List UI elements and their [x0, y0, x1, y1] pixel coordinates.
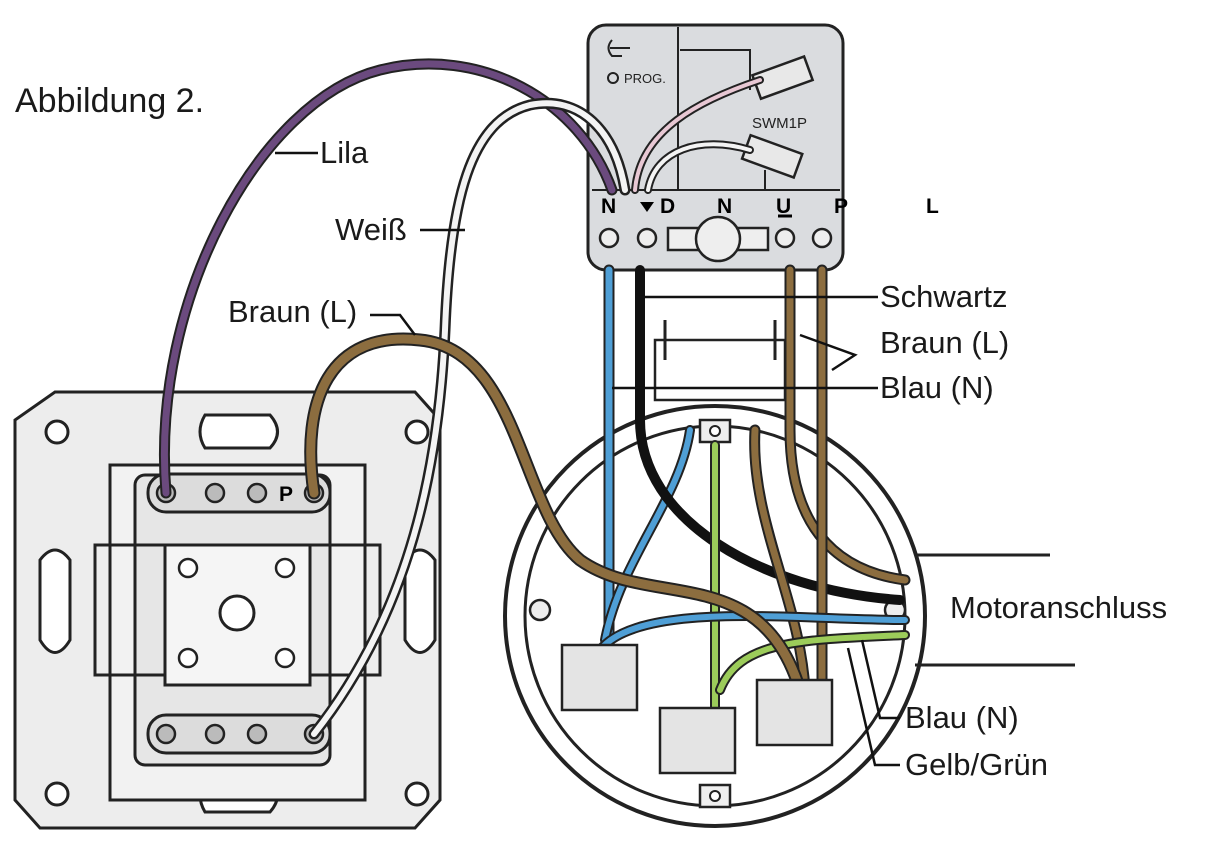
- label-braun-left: Braun (L): [228, 294, 357, 329]
- label-blau-top: Blau (N): [880, 370, 994, 405]
- switch-plate: [13, 390, 442, 830]
- label-gelb-gruen: Gelb/Grün: [905, 747, 1048, 782]
- terminal-p: P: [834, 195, 848, 218]
- terminal-d: D: [660, 195, 675, 218]
- wires: [159, 58, 911, 740]
- label-schwartz: Schwartz: [880, 279, 1007, 314]
- leader-lines: [275, 151, 900, 767]
- text-labels: Abbildung 2. Lila Weiß Braun (L) Schwart…: [15, 71, 1167, 782]
- label-motoranschluss: Motoranschluss: [950, 590, 1167, 625]
- label-blau-bottom: Blau (N): [905, 700, 1019, 735]
- wire-weiss: [311, 100, 628, 737]
- wire-braun-right-1: [786, 266, 909, 584]
- wire-braun-switch: [306, 334, 805, 695]
- terminal-n1: N: [601, 195, 616, 218]
- terminal-u: U: [776, 195, 791, 218]
- terminal-l: L: [926, 195, 939, 218]
- label-braun-right: Braun (L): [880, 325, 1009, 360]
- label-weiss: Weiß: [335, 212, 407, 247]
- switch-terminal-p: P: [279, 483, 293, 506]
- label-lila: Lila: [320, 135, 369, 170]
- terminal-blocks: [560, 643, 834, 775]
- label-swm1p: SWM1P: [752, 115, 807, 132]
- label-prog: PROG.: [624, 71, 666, 86]
- figure-title: Abbildung 2.: [15, 82, 204, 120]
- terminal-n2: N: [717, 195, 732, 218]
